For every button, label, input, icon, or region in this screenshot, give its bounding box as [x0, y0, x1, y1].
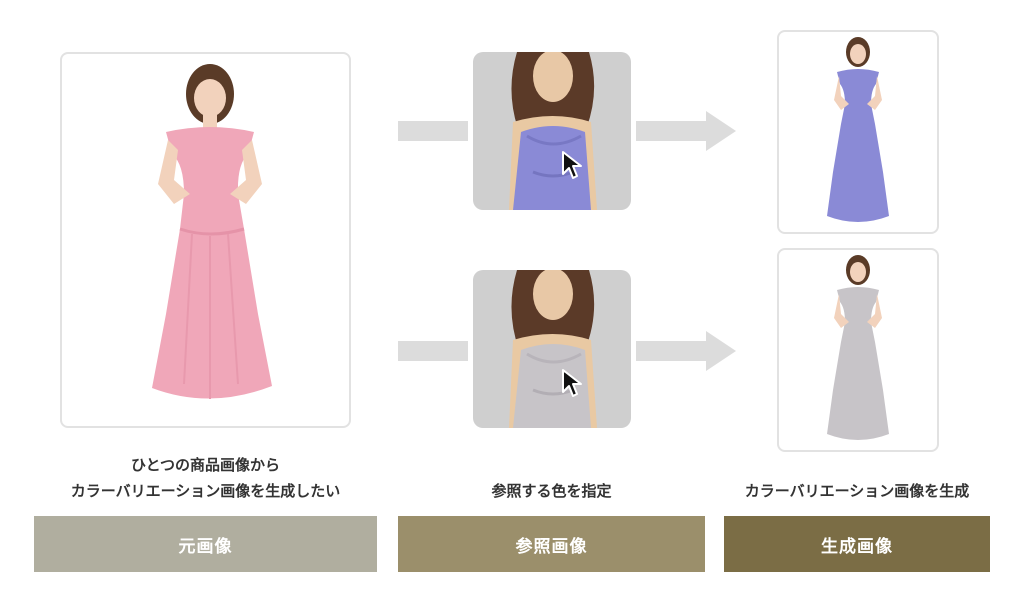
generated-image-gray: [777, 248, 939, 452]
caption-reference: 参照する色を指定: [491, 482, 612, 500]
label-reference: 参照画像: [398, 516, 705, 572]
arrow-right-icon: [636, 111, 736, 151]
cursor-icon: [562, 369, 582, 397]
label-generated: 生成画像: [724, 516, 990, 572]
original-image-card: [60, 52, 351, 428]
reference-image-gray: [473, 270, 631, 428]
label-original: 元画像: [34, 516, 377, 572]
arrow-connector-top-left: [398, 121, 468, 141]
reference-image-purple: [473, 52, 631, 210]
arrow-connector-bottom-left: [398, 341, 468, 361]
caption-generated: カラーバリエーション画像を生成: [744, 482, 970, 500]
caption-original-line2: カラーバリエーション画像を生成したい: [70, 482, 341, 500]
cursor-icon: [562, 151, 582, 179]
arrow-right-icon: [636, 331, 736, 371]
model-pink-dress-image: [152, 64, 272, 399]
caption-original-line1: ひとつの商品画像から: [131, 456, 280, 474]
caption-original: ひとつの商品画像から カラーバリエーション画像を生成したい: [34, 452, 377, 504]
generated-image-purple: [777, 30, 939, 234]
